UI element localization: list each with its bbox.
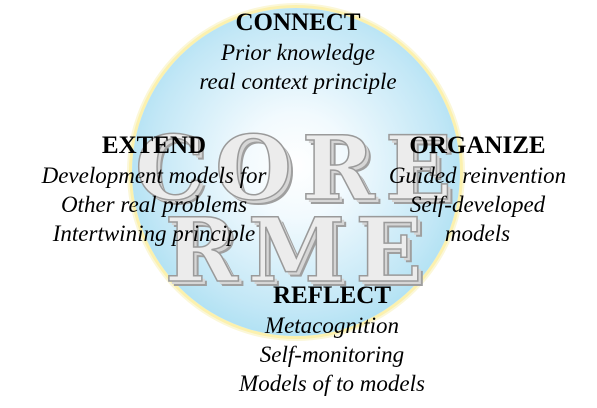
core-circle: [132, 8, 460, 336]
organize-heading: ORGANIZE: [409, 132, 546, 159]
extend-line: Other real problems: [60, 192, 248, 217]
organize-line: Self-developed: [409, 192, 546, 217]
reflect-line: Self-monitoring: [259, 342, 405, 367]
reflect-line: Models of to models: [239, 371, 425, 396]
organize-line: Guided reinvention: [388, 163, 567, 188]
organize-block: ORGANIZE Guided reinvention Self-develop…: [358, 131, 597, 248]
extend-block: EXTEND Development models for Other real…: [0, 131, 308, 248]
connect-heading: CONNECT: [235, 9, 361, 36]
watermark-core: CORE: [134, 116, 462, 220]
extend-line: Intertwining principle: [52, 221, 256, 246]
organize-line: models: [444, 221, 511, 246]
reflect-line: Metacognition: [264, 313, 400, 338]
reflect-block: REFLECT Metacognition Self-monitoring Mo…: [182, 281, 482, 398]
extend-heading: EXTEND: [101, 132, 207, 159]
reflect-heading: REFLECT: [272, 282, 392, 309]
connect-line: Prior knowledge: [221, 40, 375, 65]
connect-block: CONNECT Prior knowledge real context pri…: [148, 8, 448, 96]
extend-line: Development models for: [41, 163, 267, 188]
watermark-rme: RME: [164, 198, 433, 302]
connect-line: real context principle: [199, 69, 397, 94]
